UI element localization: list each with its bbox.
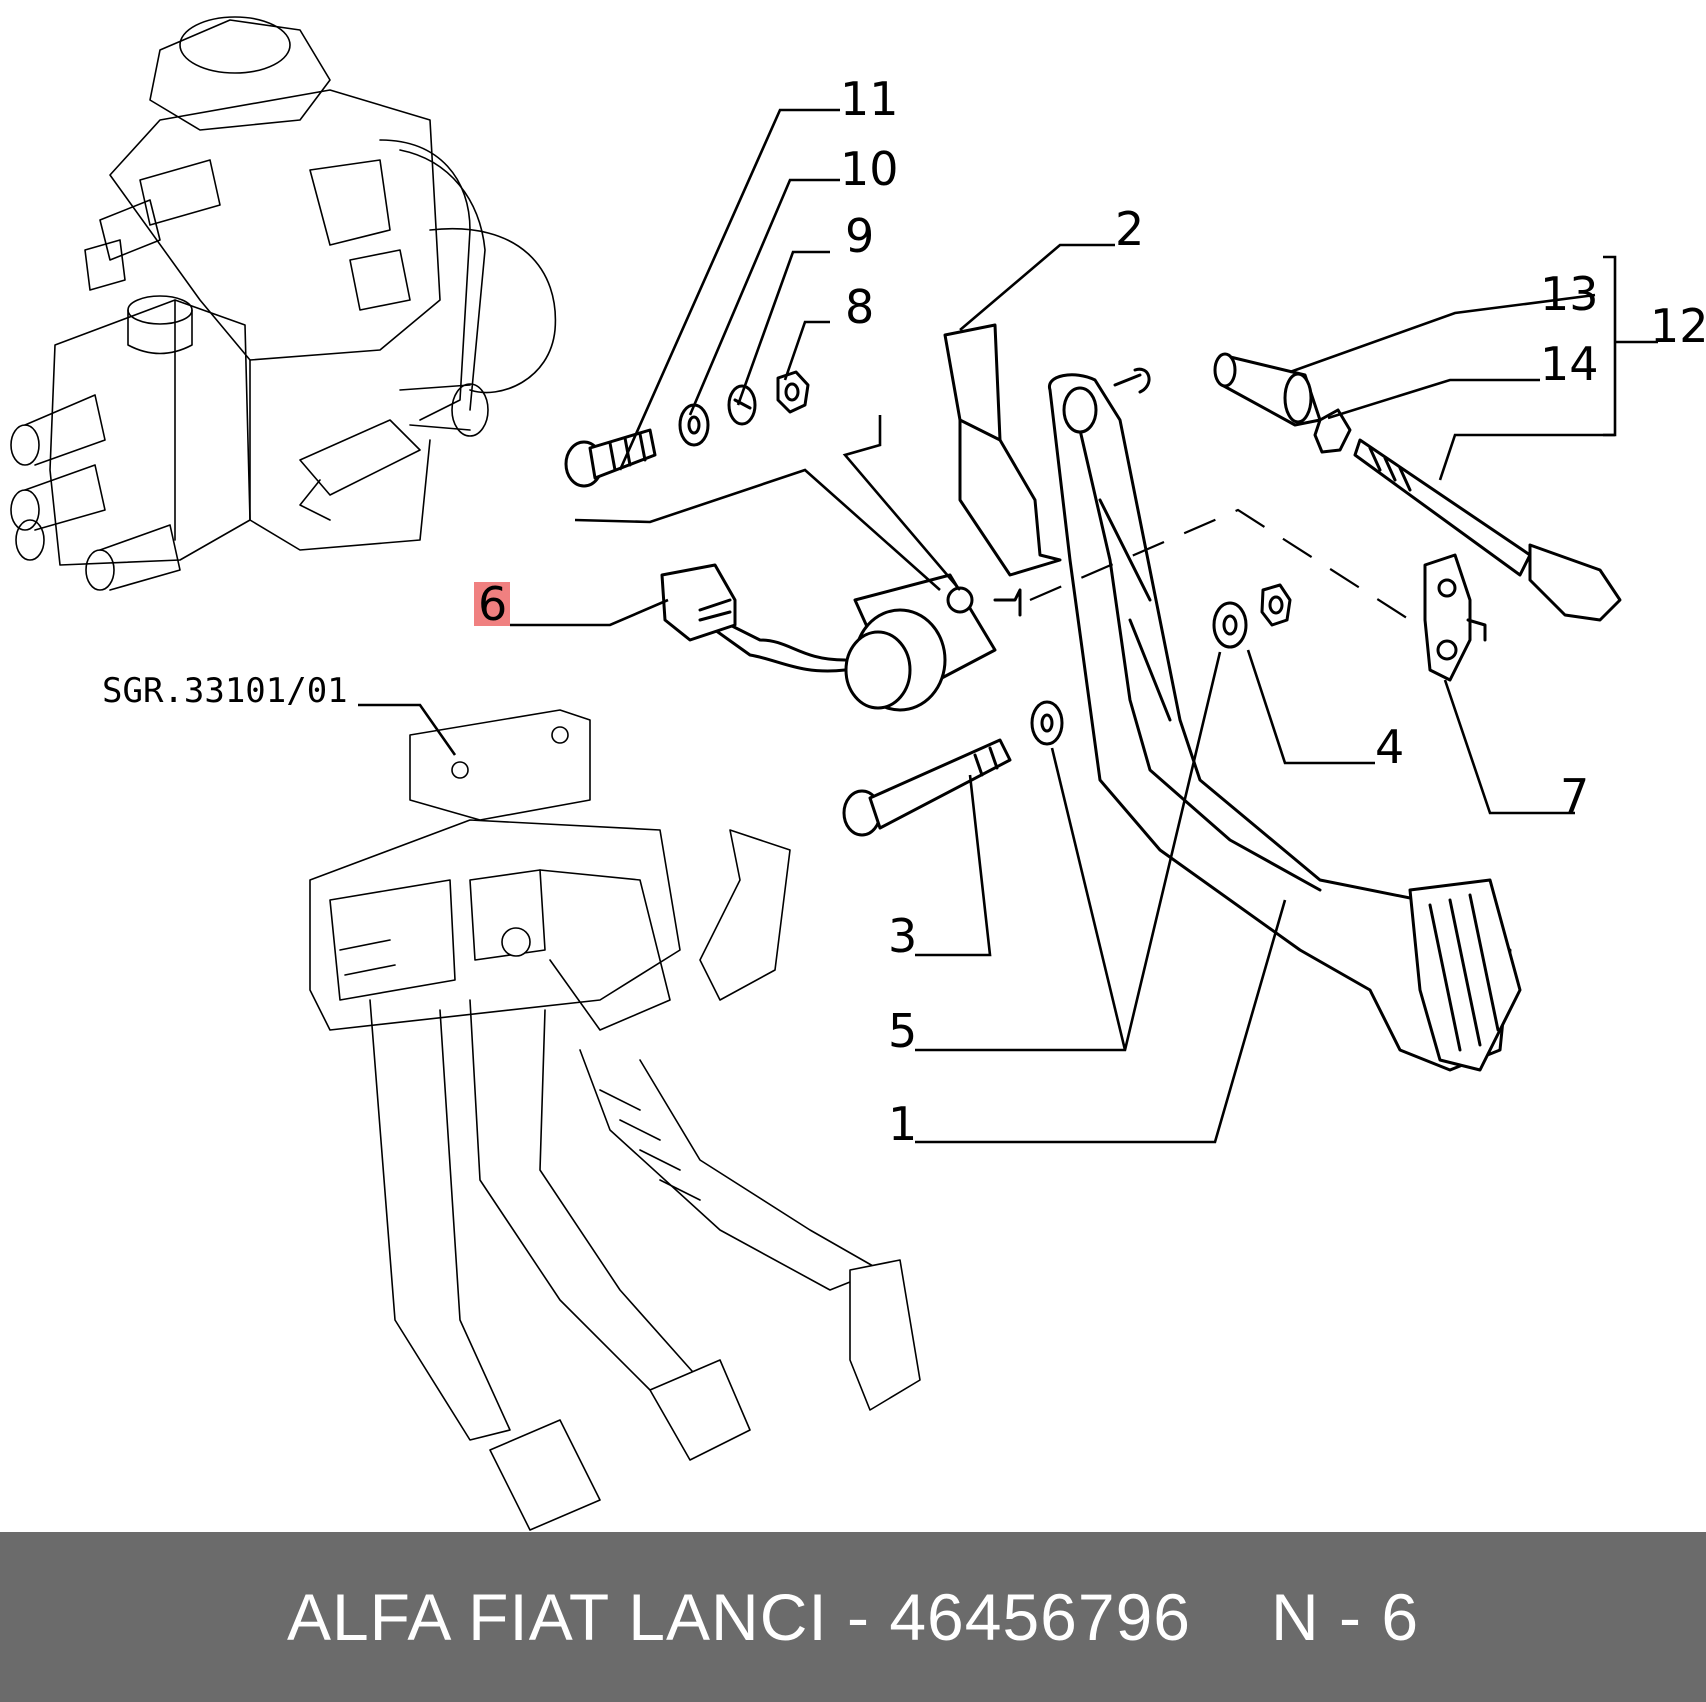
callout-6-highlight: [474, 582, 510, 626]
callout-10: 10: [840, 142, 899, 196]
callout-11: 11: [840, 72, 899, 126]
callout-leaders: [358, 108, 1658, 1144]
reference-code: SGR.33101/01: [102, 671, 348, 711]
pedal-bracket: [943, 323, 1062, 577]
part-number-text: ALFA FIAT LANCI - 46456796: [286, 1580, 1191, 1654]
pedal-position-sensor: [660, 563, 1022, 712]
callout-4: 4: [1375, 720, 1404, 774]
lever-plate: [1423, 553, 1487, 682]
callout-3: 3: [888, 909, 917, 963]
callout-7: 7: [1560, 769, 1589, 823]
callout-9: 9: [845, 209, 874, 263]
callout-1: 1: [888, 1097, 917, 1151]
callout-5: 5: [888, 1004, 917, 1058]
callout-13: 13: [1540, 267, 1599, 321]
pedal-box-illustration: [309, 709, 921, 1531]
assembly-axis-line: [1029, 508, 1411, 621]
exploded-parts-diagram: 11 10 9 8 2 13 14 12 6 SGR.33101/01 4 7 …: [10, 16, 1706, 1531]
accelerator-pedal-arm: [1048, 367, 1522, 1072]
fastener-set-middle: [842, 583, 1292, 837]
position-text: N - 6: [1271, 1580, 1420, 1654]
callout-12: 12: [1650, 299, 1706, 353]
callout-6: 6: [478, 577, 507, 631]
callout-2: 2: [1115, 202, 1144, 256]
fastener-set-top: [564, 370, 810, 488]
part-number-banner: ALFA FIAT LANCI - 46456796 N - 6: [0, 1532, 1706, 1702]
callout-8: 8: [845, 280, 874, 334]
rod-assembly: [1213, 352, 1622, 622]
callout-14: 14: [1540, 337, 1599, 391]
injection-pump-illustration: [10, 16, 557, 591]
